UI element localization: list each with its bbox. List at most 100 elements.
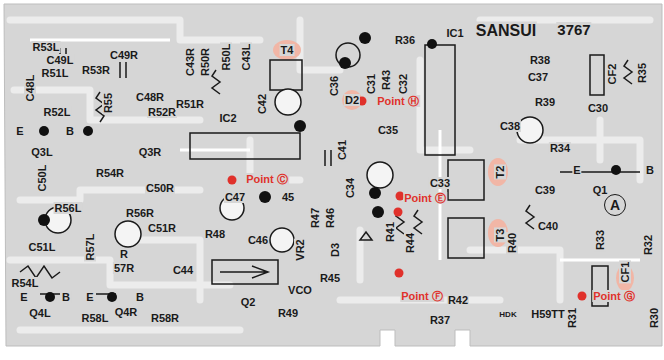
component-label: T4: [280, 44, 295, 56]
component-label: E: [572, 164, 581, 176]
component-label: 45: [281, 191, 295, 203]
component-label: R33: [594, 229, 606, 251]
component-label: R34: [549, 142, 571, 154]
component-label: B: [61, 291, 71, 303]
component-label: C38: [499, 120, 521, 132]
component-label: R42: [447, 294, 469, 306]
component-label: IC1: [445, 27, 464, 39]
component-label: R50L: [220, 43, 232, 72]
component-label: R53L: [32, 41, 61, 53]
component-label: Q1: [592, 184, 609, 196]
component-label: C44: [172, 264, 194, 276]
component-label: R39: [534, 96, 556, 108]
component-label: Q2: [240, 296, 257, 308]
component-label: 3767: [556, 22, 591, 38]
component-label: R32: [642, 234, 654, 256]
component-label: R30: [648, 307, 660, 329]
component-label: H59TT: [530, 308, 566, 320]
component-label: R47: [309, 207, 321, 229]
component-label: CF1: [619, 261, 631, 284]
component-label: C51R: [147, 222, 177, 234]
component-label: R58R: [150, 312, 180, 324]
test-point-label: Point Ⓖ: [592, 290, 636, 302]
component-label: Q4L: [28, 307, 51, 319]
component-label: R48: [204, 228, 226, 240]
test-point-label: Point Ⓕ: [400, 290, 444, 302]
component-label: R43: [380, 69, 392, 91]
test-point-label: Point Ⓗ: [376, 95, 420, 107]
component-label: R49: [277, 307, 299, 319]
component-label: R51R: [175, 98, 205, 110]
component-label: C48L: [24, 74, 36, 103]
component-label: R53R: [81, 64, 111, 76]
component-label: C49R: [109, 49, 139, 61]
component-label: SANSUI: [475, 22, 537, 39]
component-label: R54R: [95, 167, 125, 179]
component-label: R57L: [84, 233, 96, 262]
component-label: Q4R: [114, 306, 139, 318]
component-label: R56R: [125, 207, 155, 219]
component-label: R35: [636, 62, 648, 84]
circled-letter: A: [604, 194, 626, 216]
component-label: R36: [394, 34, 416, 46]
component-label: C36: [328, 75, 340, 97]
component-label: B: [65, 125, 75, 137]
component-label: R56L: [54, 202, 83, 214]
component-label: R41: [384, 221, 396, 243]
component-label: C50R: [145, 182, 175, 194]
component-label: C41: [336, 139, 348, 161]
component-label: R51L: [41, 67, 70, 79]
component-label: R37: [429, 314, 451, 326]
component-label: R38: [529, 54, 551, 66]
component-label: IC2: [218, 112, 237, 124]
component-label: 57R: [113, 262, 135, 274]
component-label: C31: [365, 73, 377, 95]
component-label: Q3R: [138, 146, 163, 158]
component-label: C51L: [28, 241, 57, 253]
component-label: R40: [506, 232, 518, 254]
component-label: C32: [397, 73, 409, 95]
component-label: R58L: [81, 312, 110, 324]
component-label: C42: [256, 93, 268, 115]
board-marker-letter: A: [610, 198, 620, 212]
component-label: VR2: [294, 238, 306, 261]
component-label: C43L: [240, 43, 252, 72]
component-label: T2: [494, 165, 506, 180]
component-label: R31: [566, 307, 578, 329]
component-label: C35: [377, 124, 399, 136]
component-label: C47: [224, 191, 246, 203]
component-label: C33: [429, 177, 451, 189]
component-label: T3: [494, 228, 506, 243]
component-label: E: [19, 291, 28, 303]
component-label: R55: [102, 92, 114, 114]
component-label: C37: [527, 71, 549, 83]
component-label: R52R: [147, 106, 177, 118]
component-label: R46: [324, 207, 336, 229]
component-label: B: [645, 164, 655, 176]
component-label: B: [135, 291, 145, 303]
component-label: C40: [537, 220, 559, 232]
component-label: E: [15, 125, 24, 137]
component-label: VCO: [287, 284, 313, 296]
component-label: R54L: [11, 277, 40, 289]
test-point-label: Point Ⓒ: [245, 173, 289, 185]
component-label: D3: [329, 242, 341, 258]
component-label: C50L: [36, 164, 48, 193]
component-label: R: [119, 248, 129, 260]
test-point-label: Point Ⓔ: [403, 192, 447, 204]
component-label: E: [85, 291, 94, 303]
component-label: C30: [587, 102, 609, 114]
component-label: R44: [404, 232, 416, 254]
component-label: R52L: [43, 106, 72, 118]
component-label: R45: [319, 272, 341, 284]
component-label: Q3L: [30, 146, 53, 158]
component-label: C43R: [184, 47, 196, 77]
component-label: D2: [344, 94, 360, 106]
component-label: C34: [344, 177, 356, 199]
component-label: C39: [534, 184, 556, 196]
component-label: C46: [247, 234, 269, 246]
component-label: CF2: [606, 63, 618, 86]
component-label: C49L: [46, 54, 75, 66]
